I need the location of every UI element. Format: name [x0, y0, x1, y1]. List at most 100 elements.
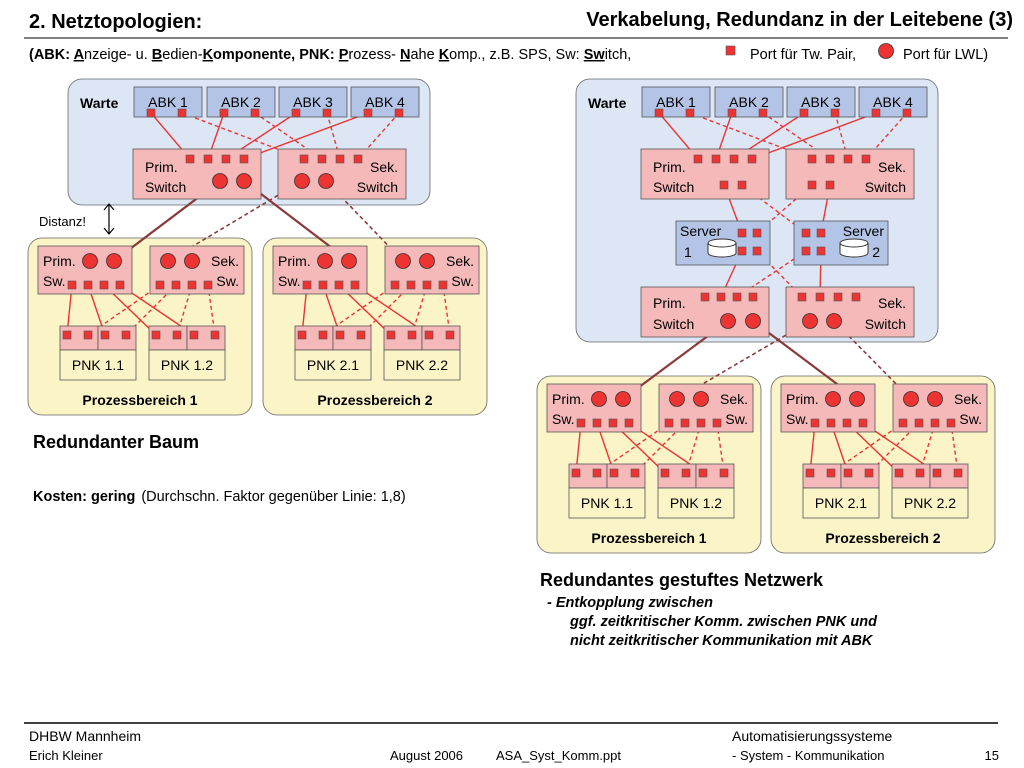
tp-port-icon	[685, 108, 695, 118]
tp-port-icon	[189, 330, 199, 340]
pnk-box	[568, 487, 646, 519]
tp-port-icon	[807, 154, 817, 164]
switch-label: Sw.	[725, 411, 748, 427]
distanz-label: Distanz!	[39, 214, 86, 229]
tp-port-icon	[752, 228, 762, 238]
tp-port-icon	[424, 330, 434, 340]
tp-port-icon	[725, 45, 736, 56]
tp-port-icon	[250, 108, 260, 118]
lwl-port-icon	[720, 313, 736, 329]
abk-box	[206, 86, 276, 118]
tp-port-icon	[99, 280, 109, 290]
switch-label: Sek.	[370, 159, 398, 175]
tp-port-icon	[864, 468, 874, 478]
warte-panel	[575, 78, 939, 343]
switch-label: Sw.	[278, 273, 301, 289]
switch-label: Sek.	[446, 253, 474, 269]
tp-port-icon	[630, 468, 640, 478]
tp-port-icon	[350, 280, 360, 290]
dashed-cable	[326, 112, 341, 160]
abk-label: ABK 3	[293, 94, 333, 110]
tp-port-icon	[915, 468, 925, 478]
tp-port-icon	[151, 330, 161, 340]
tp-port-icon	[871, 108, 881, 118]
server-number: 1	[684, 244, 692, 260]
pnk-box	[59, 349, 137, 381]
switch-label: Prim.	[653, 159, 686, 175]
lwl-port-icon	[184, 253, 200, 269]
title-left: 2. Netztopologien:	[29, 11, 202, 33]
tp-port-icon	[758, 108, 768, 118]
left-heading: Redundanter Baum	[33, 432, 199, 452]
tp-port-icon	[843, 468, 853, 478]
lwl-port-icon	[878, 43, 894, 59]
primary-switch	[640, 148, 770, 200]
warte-label: Warte	[80, 95, 119, 111]
tp-port-icon	[334, 280, 344, 290]
tp-port-icon	[826, 468, 836, 478]
switch-label: Switch	[145, 179, 186, 195]
pnk-label: PNK 1.1	[581, 495, 633, 511]
switch-label: Sw.	[43, 273, 66, 289]
tp-port-icon	[816, 246, 826, 256]
tp-port-icon	[664, 418, 674, 428]
tp-port-icon	[121, 330, 131, 340]
lwl-port-icon	[615, 391, 631, 407]
tp-port-icon	[353, 154, 363, 164]
tp-port-icon	[712, 418, 722, 428]
abk-box	[714, 86, 784, 118]
tp-port-icon	[115, 280, 125, 290]
tp-port-icon	[801, 228, 811, 238]
tp-port-icon	[894, 468, 904, 478]
switch-label: Switch	[653, 316, 694, 332]
right-note-2: ggf. zeitkritischer Komm. zwischen PNK u…	[569, 614, 878, 630]
lwl-port-icon	[849, 391, 865, 407]
switch-label: Switch	[653, 179, 694, 195]
tp-port-icon	[177, 108, 187, 118]
tp-port-icon	[422, 280, 432, 290]
tp-port-icon	[146, 108, 156, 118]
tp-port-icon	[335, 154, 345, 164]
tp-port-icon	[833, 292, 843, 302]
pnk-label: PNK 1.1	[72, 357, 124, 373]
abk-label: ABK 2	[729, 94, 769, 110]
tp-port-icon	[825, 180, 835, 190]
lwl-port-icon	[927, 391, 943, 407]
switch-label: Sek.	[720, 391, 748, 407]
tp-port-icon	[719, 468, 729, 478]
tp-port-icon	[946, 418, 956, 428]
tp-port-icon	[851, 292, 861, 302]
tp-port-icon	[807, 180, 817, 190]
pnk-label: PNK 2.1	[307, 357, 359, 373]
tp-port-icon	[748, 292, 758, 302]
tp-port-icon	[932, 468, 942, 478]
tp-port-icon	[438, 280, 448, 290]
tp-port-icon	[830, 108, 840, 118]
tp-port-icon	[171, 280, 181, 290]
tp-port-icon	[914, 418, 924, 428]
lwl-port-icon	[82, 253, 98, 269]
lwl-port-icon	[802, 313, 818, 329]
tp-port-icon	[898, 418, 908, 428]
tp-port-icon	[576, 418, 586, 428]
dashed-cable	[834, 112, 849, 160]
pnk-label: PNK 2.2	[904, 495, 956, 511]
footer-file: ASA_Syst_Komm.ppt	[496, 748, 621, 763]
tp-port-icon	[681, 468, 691, 478]
switch-label: Sw.	[786, 411, 809, 427]
switch-label: Sw.	[451, 273, 474, 289]
tp-port-icon	[67, 280, 77, 290]
tp-port-icon	[737, 228, 747, 238]
tp-port-icon	[716, 292, 726, 302]
tp-port-icon	[799, 108, 809, 118]
abk-box	[858, 86, 928, 118]
dashed-cable	[167, 180, 303, 262]
lwl-port-icon	[591, 391, 607, 407]
pnk-box	[657, 487, 735, 519]
tp-port-icon	[219, 108, 229, 118]
switch-label: Prim.	[43, 253, 76, 269]
lwl-port-icon	[318, 173, 334, 189]
process-area-label: Prozessbereich 2	[317, 392, 432, 408]
tp-port-icon	[815, 292, 825, 302]
